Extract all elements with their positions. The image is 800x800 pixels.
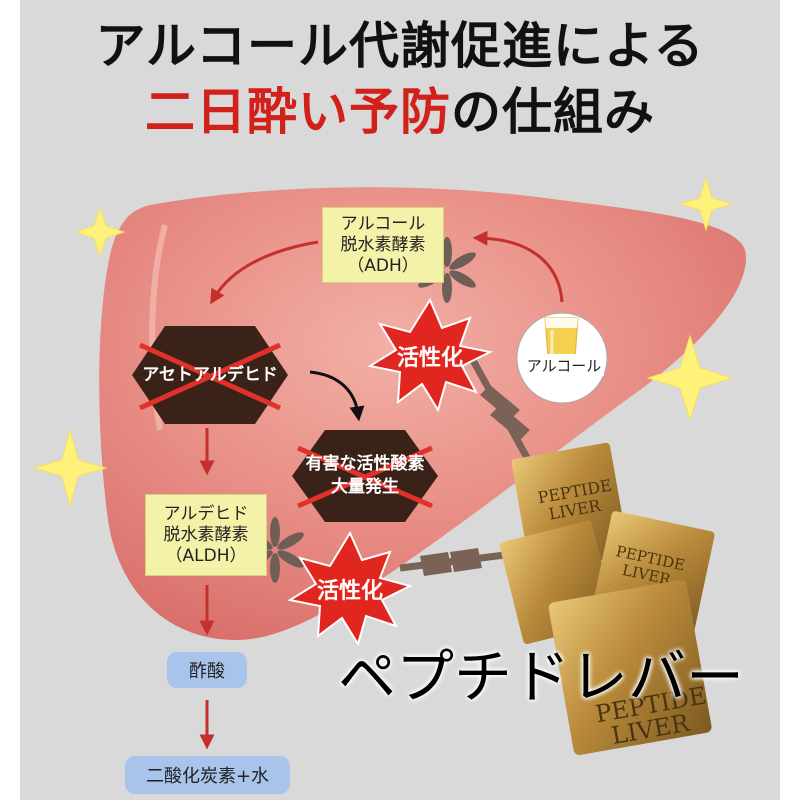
- pointer-arrow-bottom: [399, 548, 506, 576]
- activation-burst-icon: [287, 530, 413, 647]
- enzyme-adh-line3: （ADH）: [347, 255, 419, 276]
- title-highlight: 二日酔い予防: [145, 83, 451, 141]
- gold-packet-icon: PEPTIDE LIVER: [548, 579, 712, 756]
- enzyme-tag-aldh: アルデヒド 脱水素酵素 （ALDH）: [145, 494, 267, 576]
- enzyme-adh-line1: アルコール: [340, 213, 426, 234]
- product-name: ペプチドレバー: [338, 643, 745, 711]
- final-products-pill: 二酸化炭素+水: [125, 756, 290, 794]
- alcohol-label: アルコール: [524, 354, 604, 376]
- compound-ros: 有害な活性酸素 大量発生: [292, 446, 438, 506]
- enzyme-aldh-line3: （ALDH）: [165, 545, 247, 566]
- enzyme-aldh-line1: アルデヒド: [163, 503, 249, 524]
- acetic-acid-pill: 酢酸: [167, 652, 247, 688]
- sparkle-icon: [74, 206, 126, 258]
- sparkle-icon: [678, 176, 734, 232]
- ros-line2: 大量発生: [331, 477, 399, 497]
- sparkle-icon: [32, 428, 108, 508]
- compound-acetaldehyde: アセトアルデヒド: [142, 364, 278, 385]
- title-line-1: アルコール代謝促進による: [95, 17, 705, 75]
- activation-burst-icon: [367, 297, 494, 413]
- enzyme-tag-adh: アルコール 脱水素酵素 （ADH）: [322, 207, 444, 283]
- ros-line1: 有害な活性酸素: [305, 454, 425, 474]
- activation-label-adh: 活性化: [396, 346, 463, 371]
- flow-arrow-adh-to-acetaldehyde: [210, 240, 319, 305]
- title-suffix: の仕組み: [451, 83, 655, 141]
- enzyme-adh-line2: 脱水素酵素: [340, 234, 426, 255]
- flow-arrow-to-ros: [309, 370, 365, 422]
- flow-arrow-alcohol-to-adh: [472, 230, 564, 303]
- activation-label-aldh: 活性化: [316, 579, 383, 604]
- cross-mark-acetaldehyde: [138, 342, 282, 411]
- enzyme-aldh-line2: 脱水素酵素: [163, 524, 249, 545]
- sparkle-icon: [646, 334, 734, 422]
- title-line-2: 二日酔い予防の仕組み: [0, 72, 800, 144]
- cross-mark-ros: [297, 445, 433, 509]
